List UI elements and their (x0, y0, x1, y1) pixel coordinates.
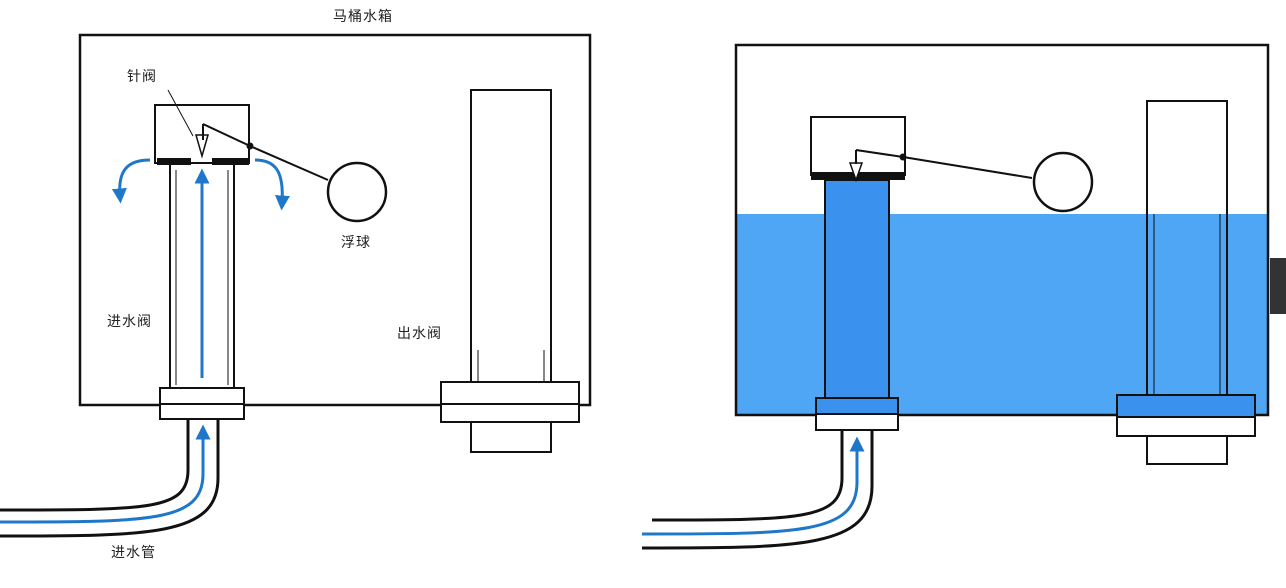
left-outlet-valve-column (470, 89, 552, 383)
right-inlet-valve-column (824, 179, 890, 399)
right-panel (641, 43, 1286, 550)
needle-valve-label: 针阀 (127, 69, 157, 85)
inlet-pipe-label: 进水管 (111, 545, 156, 561)
flow-arrow-icon (111, 158, 151, 204)
left-outlet-flange (440, 381, 580, 405)
left-panel (0, 33, 592, 538)
float-ball-icon (326, 161, 388, 223)
float-ball-icon (1032, 151, 1094, 213)
right-outlet-flange (1116, 394, 1256, 418)
left-inlet-flange (159, 387, 245, 405)
left-inlet-pipe (0, 419, 190, 512)
right-tank-outline (734, 43, 1270, 417)
flow-arrow-icon (254, 158, 290, 211)
right-inlet-pipe (651, 430, 844, 522)
right-tank-water (736, 214, 1268, 414)
tank-label: 马桶水箱 (333, 9, 393, 25)
inlet-valve-label: 进水阀 (107, 314, 152, 330)
float-ball-label: 浮球 (341, 235, 371, 251)
right-inlet-flange (815, 397, 899, 415)
outlet-valve-label: 出水阀 (397, 326, 442, 342)
